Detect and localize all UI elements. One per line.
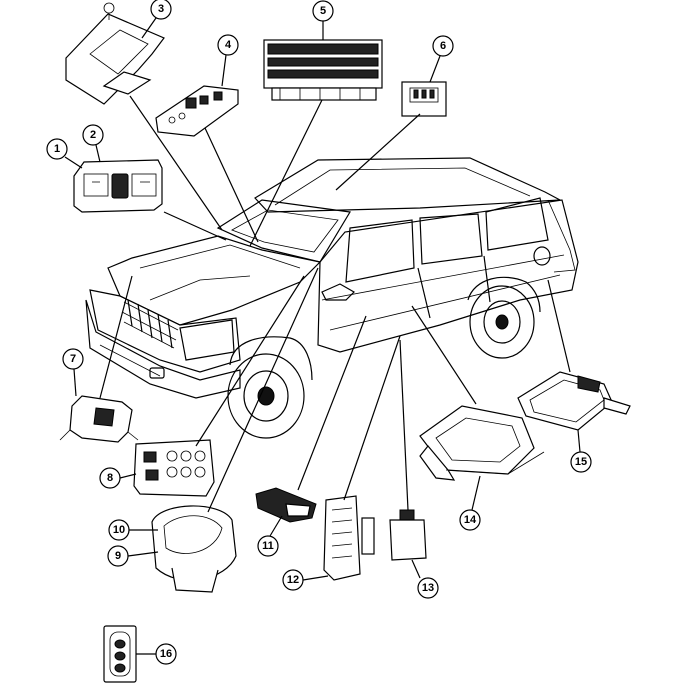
part-6-connector xyxy=(401,81,447,117)
part-15-module xyxy=(517,371,631,431)
callout-15: 15 xyxy=(570,429,592,473)
callout-label: 16 xyxy=(160,648,172,660)
part-7-module xyxy=(59,395,139,443)
callout-1: 1 xyxy=(46,138,83,169)
part-5-instrument-module xyxy=(263,39,383,101)
leader-lines xyxy=(99,95,571,513)
callout-label: 7 xyxy=(70,353,76,365)
callout-label: 13 xyxy=(422,582,434,594)
part-13-relay xyxy=(389,509,427,561)
part-9-10-airbag-module xyxy=(151,505,237,593)
callouts: 1 2 3 4 5 6 xyxy=(46,0,592,665)
callout-10: 10 xyxy=(108,519,158,541)
callout-label: 4 xyxy=(225,39,232,51)
callout-2: 2 xyxy=(82,124,104,163)
callout-label: 10 xyxy=(113,524,125,536)
part-12-module xyxy=(323,495,375,581)
grille xyxy=(121,299,179,349)
part-11-switch xyxy=(255,487,317,523)
callout-9: 9 xyxy=(107,545,159,567)
callout-3: 3 xyxy=(103,0,172,39)
part-3-module xyxy=(65,13,165,105)
callout-label: 6 xyxy=(440,40,446,52)
callout-13: 13 xyxy=(411,559,439,599)
suv-vehicle-illustration xyxy=(85,157,579,439)
callout-label: 1 xyxy=(54,143,60,155)
callout-label: 8 xyxy=(107,472,113,484)
callout-7: 7 xyxy=(62,348,84,397)
callout-label: 5 xyxy=(320,5,326,17)
callout-16: 16 xyxy=(136,643,177,665)
callout-label: 2 xyxy=(90,129,96,141)
part-1-2-switch-panel xyxy=(73,159,163,213)
part-16-key-fob xyxy=(103,625,137,683)
part-4-switch-bank xyxy=(155,85,239,137)
callout-label: 12 xyxy=(287,574,299,586)
callout-8: 8 xyxy=(99,467,137,489)
part-14-control-module xyxy=(419,405,545,481)
callout-14: 14 xyxy=(459,475,481,531)
callout-label: 3 xyxy=(158,3,164,15)
part-8-relay-block xyxy=(133,439,215,497)
callout-label: 9 xyxy=(115,550,121,562)
callout-label: 15 xyxy=(575,456,587,468)
callout-12: 12 xyxy=(282,569,329,591)
callout-6: 6 xyxy=(429,35,454,83)
callout-11: 11 xyxy=(257,515,283,557)
callout-5: 5 xyxy=(312,0,334,40)
callout-label: 11 xyxy=(262,540,274,552)
callout-label: 14 xyxy=(464,514,477,526)
callout-4: 4 xyxy=(217,34,239,87)
